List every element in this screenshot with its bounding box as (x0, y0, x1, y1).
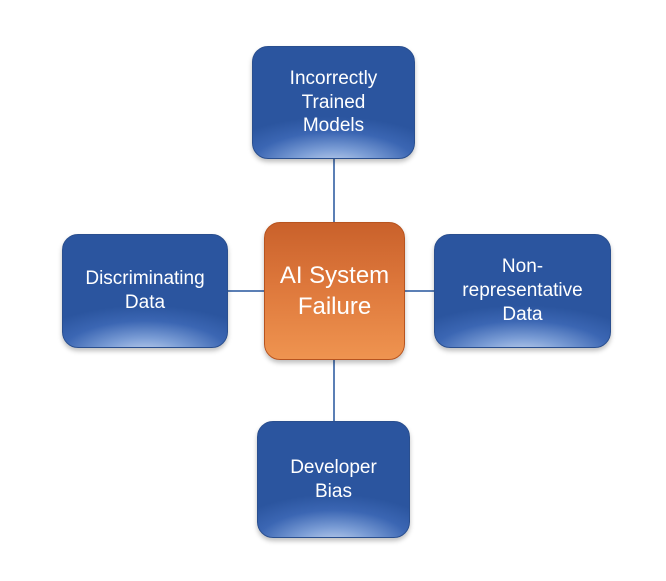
connector-right (404, 290, 434, 292)
right-node: Non- representative Data (434, 234, 611, 348)
top-node-label: Incorrectly Trained Models (289, 67, 378, 137)
bottom-node: Developer Bias (257, 421, 410, 538)
center-node-label: AI System Failure (279, 261, 390, 320)
right-node-label: Non- representative Data (462, 256, 583, 325)
connector-left (228, 290, 265, 292)
left-node: Discriminating Data (62, 234, 228, 348)
connector-bottom (333, 359, 335, 421)
connector-top (333, 158, 335, 222)
left-node-label: Discriminating Data (85, 268, 205, 313)
top-node: Incorrectly Trained Models (252, 46, 415, 159)
bottom-node-label: Developer Bias (290, 456, 377, 502)
center-node: AI System Failure (264, 222, 405, 360)
